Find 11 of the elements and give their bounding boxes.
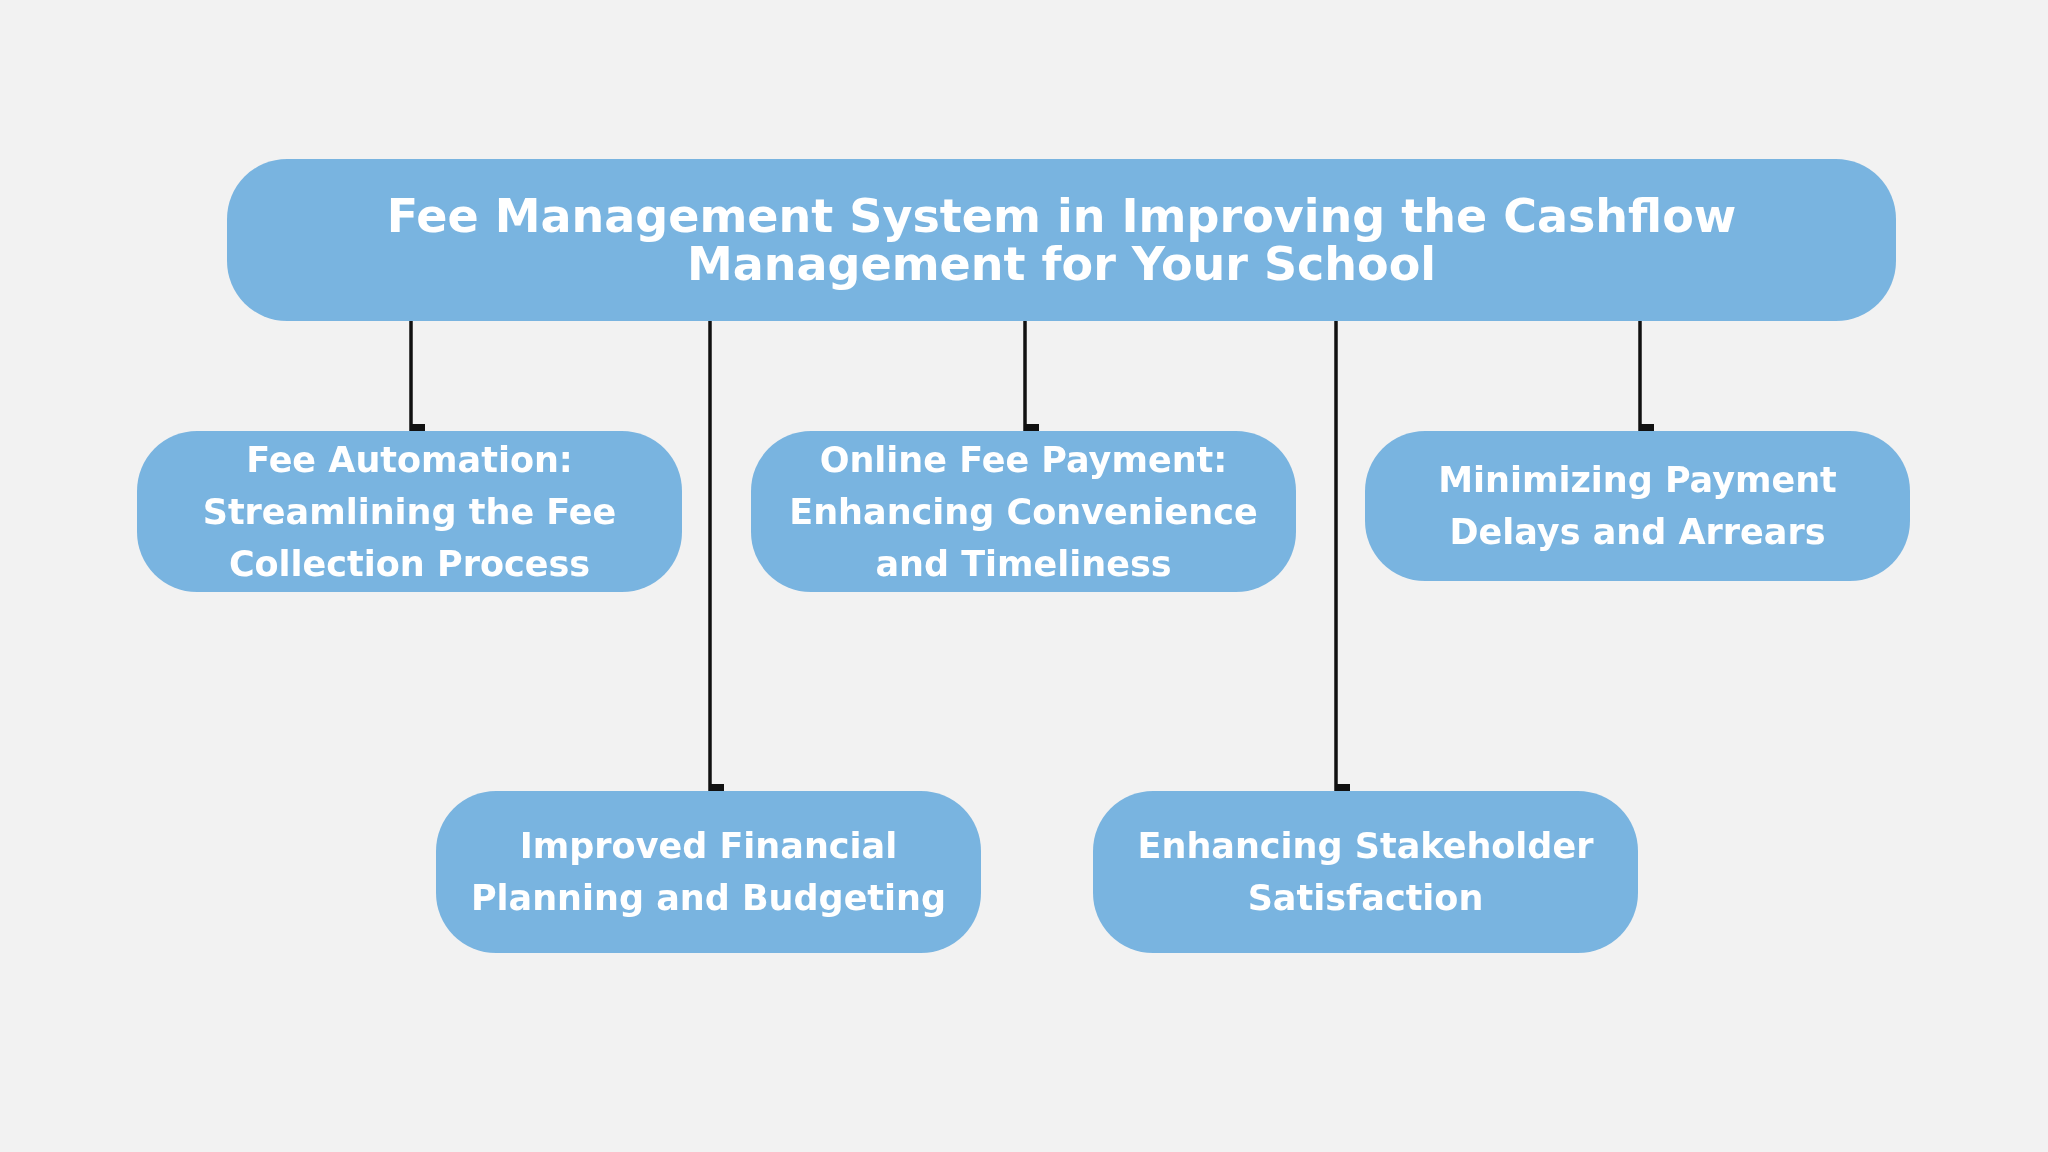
node-text: Improved Financial Planning and Budgeting (469, 825, 948, 920)
node-text: Minimizing Payment Delays and Arrears (1437, 459, 1838, 554)
node-text: Fee Management System in Improving the Cashflow Management for Your School (385, 192, 1738, 288)
node-text: Fee Automation: Streamlining the Fee Collection Process (201, 438, 618, 586)
node-text: Online Fee Payment: Enhancing Convenience and Timeliness (788, 438, 1259, 586)
topic-box (436, 791, 981, 953)
topic-box (751, 431, 1296, 592)
title-box (227, 159, 1896, 321)
node-text: Enhancing Stakeholder Satisfaction (1136, 825, 1595, 920)
topic-box (1093, 791, 1638, 953)
topic-box (137, 431, 682, 592)
